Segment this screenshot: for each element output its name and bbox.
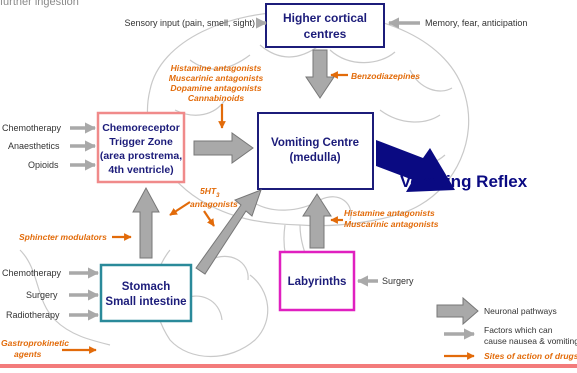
ctz-line-3: (area prostrema, — [100, 150, 182, 162]
drug-5ht3-line-1: 5HT3 — [200, 186, 220, 199]
drug-sphincter: Sphincter modulators — [19, 232, 107, 242]
vomiting-reflex-label: Vomiting Reflex — [400, 172, 528, 191]
legend-drugs-label: Sites of action of drugs — [484, 351, 577, 361]
vomiting-centre-line-1: Vomiting Centre — [271, 137, 359, 149]
drug-ctz-vc-3: Dopamine antagonists — [170, 83, 261, 93]
labyrinths-box: Labyrinths — [280, 252, 354, 310]
labyrinth-to-vc-arrow — [303, 194, 331, 248]
ctz-input-chemotherapy: Chemotherapy — [2, 123, 62, 133]
stomach-line-2: Small intestine — [105, 296, 186, 308]
arrow-drug-5ht3-vc — [204, 211, 214, 226]
higher-cortical-line-1: Higher cortical — [283, 11, 367, 25]
labyrinths-label: Labyrinths — [288, 276, 347, 288]
drug-ctz-vc-2: Muscarinic antagonists — [169, 73, 264, 83]
legend-neuronal-label: Neuronal pathways — [484, 306, 557, 316]
vomiting-centre-box: Vomiting Centre (medulla) — [258, 113, 373, 189]
ctz-box: Chemoreceptor Trigger Zone (area prostre… — [98, 113, 184, 182]
legend: Neuronal pathways Factors which can caus… — [437, 298, 577, 361]
ctz-input-opioids: Opioids — [28, 160, 59, 170]
labyrinth-input-surgery: Surgery — [382, 276, 414, 286]
vomiting-centre-line-2: (medulla) — [289, 152, 340, 164]
higher-cortical-line-2: centres — [304, 27, 347, 41]
stomach-input-surgery: Surgery — [26, 290, 58, 300]
drug-5ht3-line-2: antagonists — [190, 199, 238, 209]
drug-benzodiazepines: Benzodiazepines — [351, 71, 420, 81]
stomach-box: Stomach Small intestine — [101, 265, 191, 321]
stomach-input-chemotherapy: Chemotherapy — [2, 268, 62, 278]
drug-labyrinth-2: Muscarinic antagonists — [344, 219, 439, 229]
cortical-to-vc-arrow — [306, 50, 334, 98]
stomach-input-radiotherapy: Radiotherapy — [6, 310, 60, 320]
legend-factors-line-2: cause nausea & vomiting — [484, 336, 577, 346]
ctz-line-4: 4th ventricle) — [108, 164, 173, 176]
drug-gastroprokinetic-2: agents — [14, 349, 42, 359]
drug-sites: Histamine antagonists Muscarinic antagon… — [1, 63, 439, 359]
drug-ctz-vc-1: Histamine antagonists — [171, 63, 262, 73]
higher-cortical-centres-box: Higher cortical centres — [266, 4, 384, 47]
cortical-input-left: Sensory input (pain, smell, sight) — [124, 18, 255, 28]
ctz-input-anaesthetics: Anaesthetics — [8, 141, 60, 151]
arrow-drug-5ht3-ctz — [170, 202, 190, 215]
cortical-input-right: Memory, fear, anticipation — [425, 18, 527, 28]
drug-labyrinth-1: Histamine antagonists — [344, 208, 435, 218]
drug-gastroprokinetic-1: Gastroprokinetic — [1, 338, 69, 348]
ctz-line-1: Chemoreceptor — [102, 122, 180, 134]
ctz-to-vc-arrow — [194, 133, 253, 163]
stomach-line-1: Stomach — [122, 281, 171, 293]
ctz-line-2: Trigger Zone — [109, 136, 173, 148]
stomach-to-ctz-arrow — [133, 188, 159, 258]
legend-factors-line-1: Factors which can — [484, 325, 553, 335]
drug-ctz-vc-4: Cannabinoids — [188, 93, 244, 103]
bottom-rule — [0, 364, 577, 368]
legend-neuronal-arrow — [437, 298, 478, 324]
